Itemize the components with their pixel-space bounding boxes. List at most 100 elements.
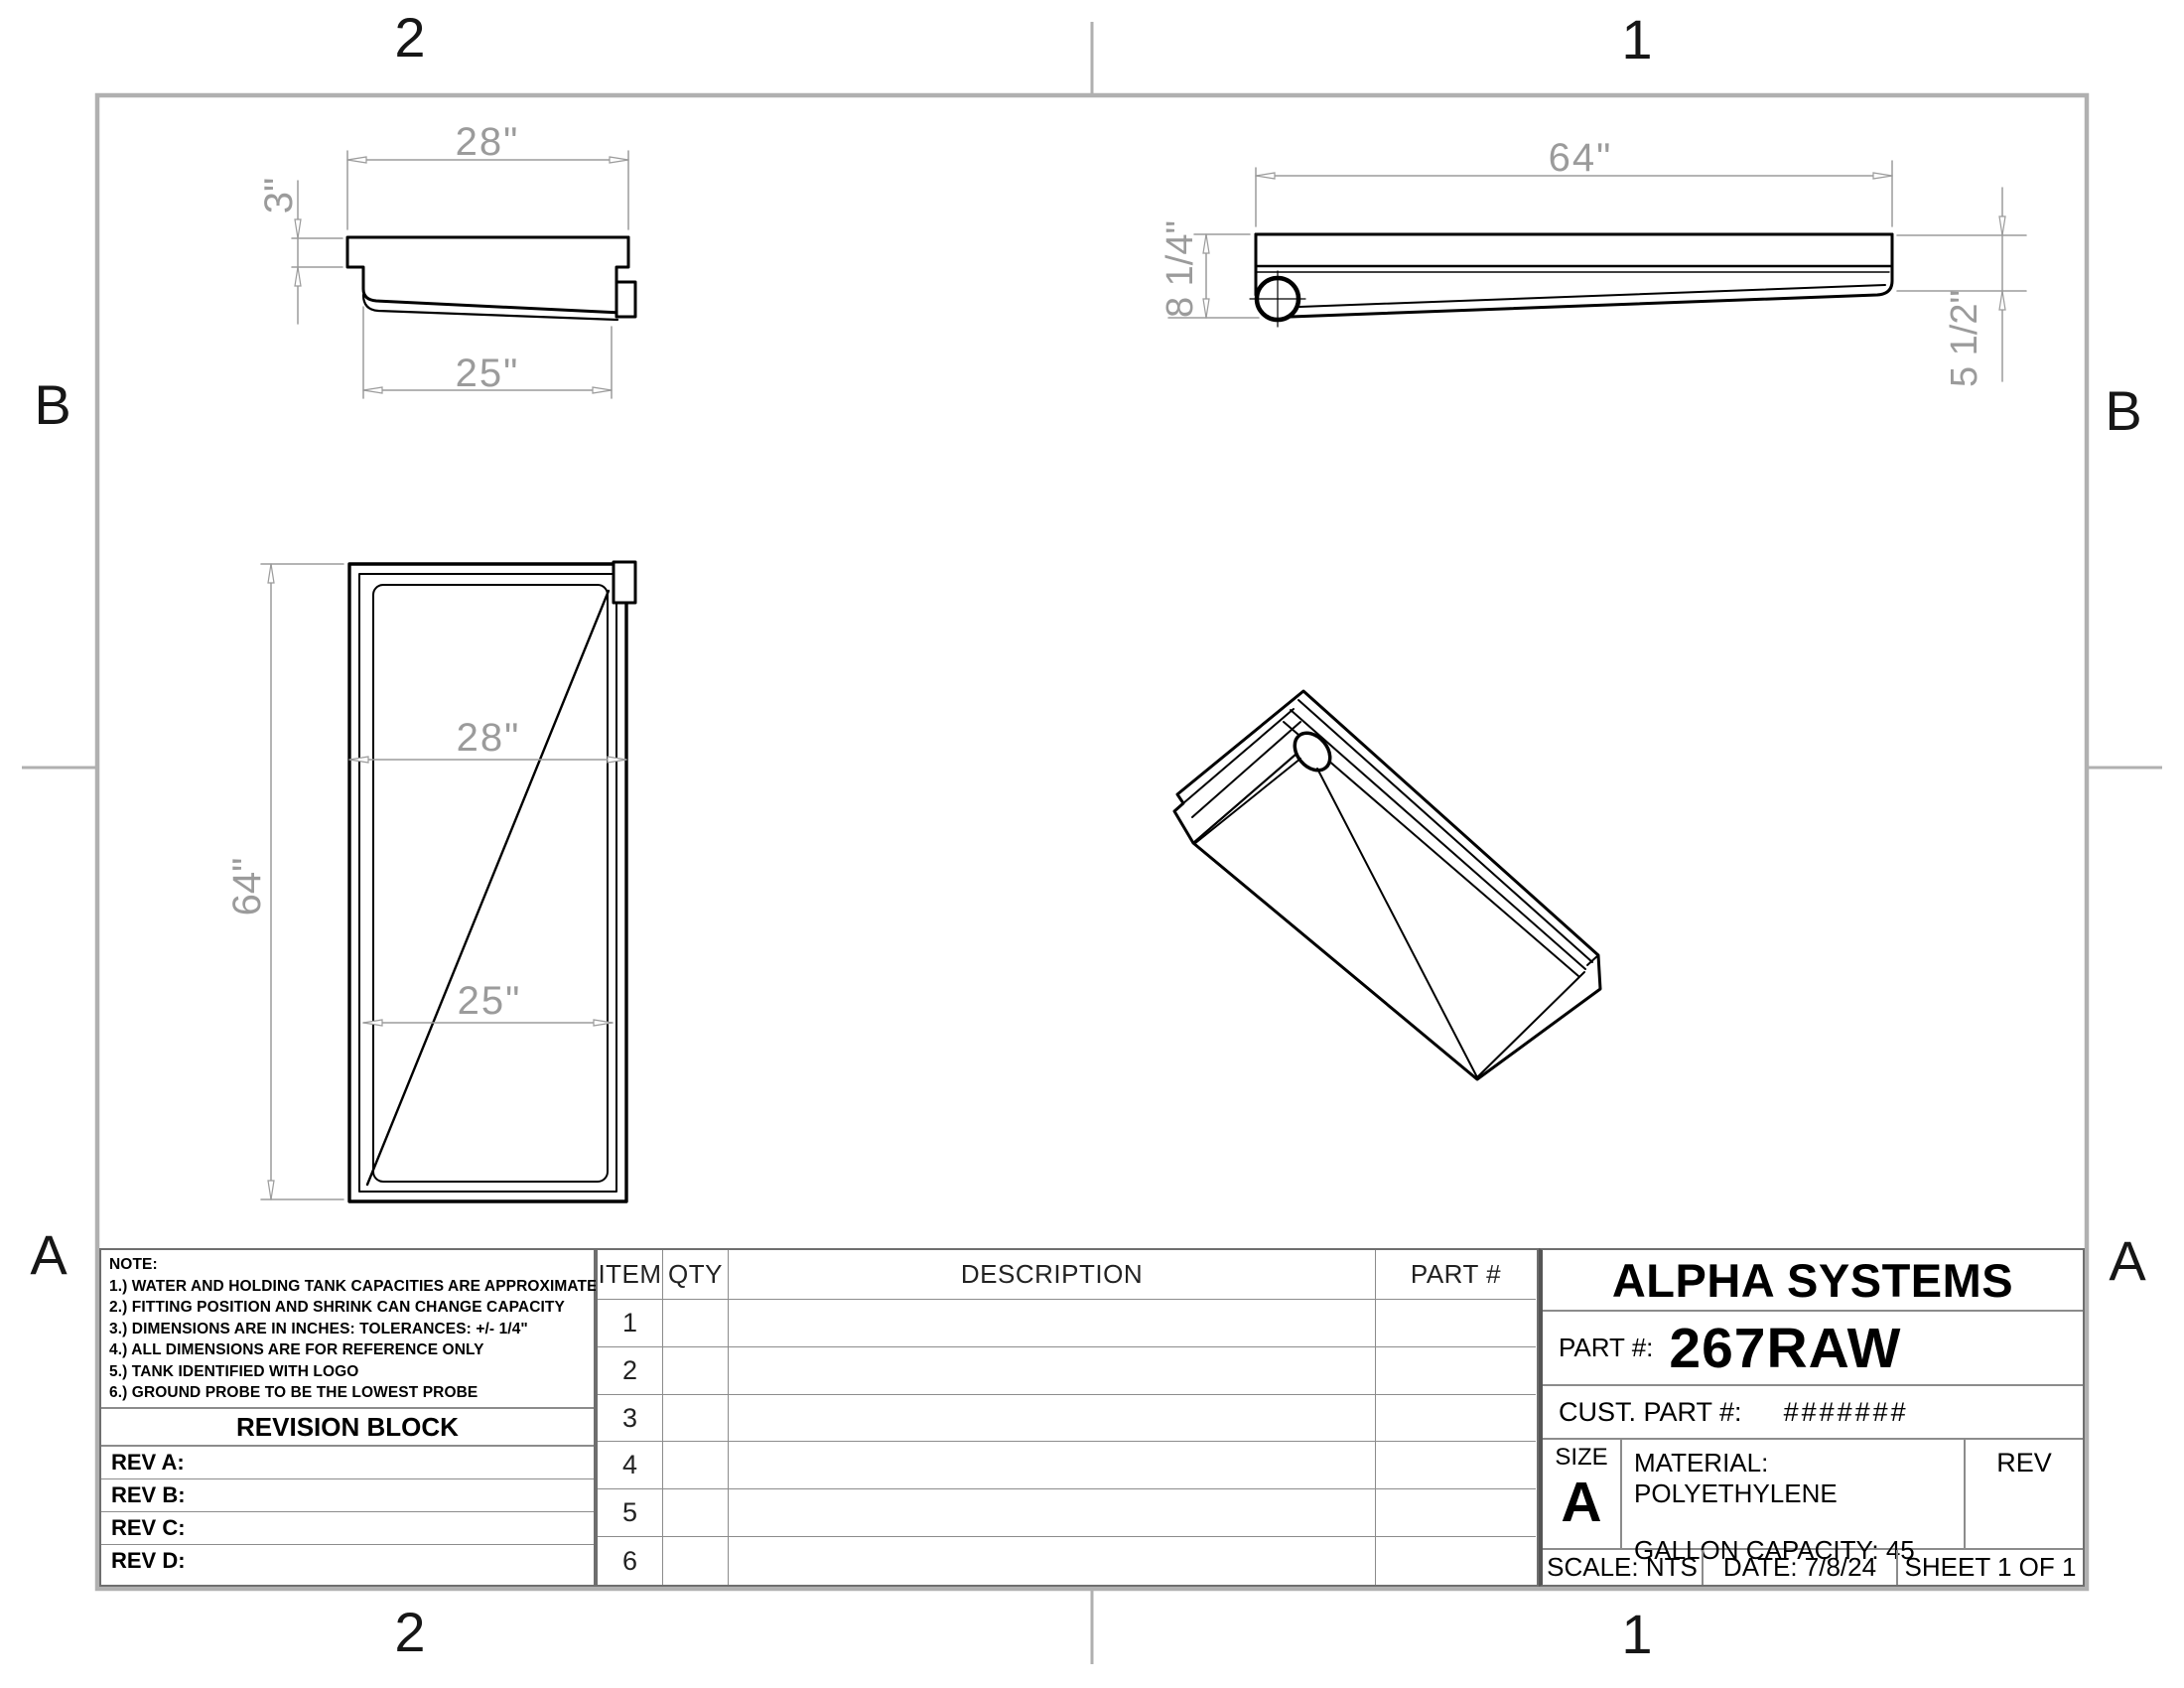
- company-name: ALPHA SYSTEMS: [1543, 1250, 2083, 1312]
- iso-face-edge: [1191, 746, 1305, 845]
- bom-item-number: 2: [598, 1346, 663, 1395]
- zone-marker-bottom-left: 2: [394, 1601, 426, 1663]
- sheet-value: SHEET 1 OF 1: [1904, 1552, 2077, 1582]
- bom-qty-cell: [663, 1346, 729, 1395]
- bom-header-part: PART #: [1376, 1250, 1536, 1300]
- bom-header-item: ITEM: [598, 1250, 663, 1300]
- isometric-view: [1172, 689, 1602, 1081]
- size-label: SIZE: [1555, 1444, 1608, 1471]
- dim-side-length: 64": [1549, 136, 1613, 180]
- part-number-row: PART #: 267RAW: [1543, 1312, 2083, 1386]
- plan-view-inner-rect: [358, 573, 617, 1193]
- front-view-floor-inner-line: [361, 293, 619, 322]
- iso-left-end-edges: [1182, 708, 1301, 818]
- side-view: 64" 8 1/4" 5 1/2": [1160, 136, 2027, 387]
- bom-description-cell: [729, 1537, 1376, 1585]
- bom-description-cell: [729, 1394, 1376, 1443]
- bom-description-cell: [729, 1489, 1376, 1538]
- note-line: 3.) DIMENSIONS ARE IN INCHES: TOLERANCES…: [109, 1320, 528, 1337]
- bom-item-number: 4: [598, 1442, 663, 1490]
- side-view-fitting-centerlines: [1249, 270, 1306, 328]
- zone-tick-marks: [22, 22, 2162, 1664]
- note-line: 6.) GROUND PROBE TO BE THE LOWEST PROBE: [109, 1384, 478, 1401]
- zone-marker-right-upper: B: [2105, 379, 2142, 442]
- bom-item-number: 6: [598, 1537, 663, 1585]
- sheet-border: [22, 22, 2162, 1664]
- revision-block-title: REVISION BLOCK: [101, 1409, 594, 1447]
- plan-view-outer-rect: [347, 562, 628, 1203]
- size-value: A: [1561, 1471, 1602, 1534]
- rev-cell: REV: [1964, 1440, 2083, 1548]
- bom-item-number: 3: [598, 1394, 663, 1443]
- plan-view: 64" 28" 25": [225, 560, 637, 1203]
- dim-side-right-height: 5 1/2": [1944, 290, 1985, 387]
- bom-description-cell: [729, 1346, 1376, 1395]
- bom-part-cell: [1376, 1537, 1536, 1585]
- zone-marker-top-right: 1: [1621, 8, 1653, 70]
- bom-part-cell: [1376, 1347, 1536, 1395]
- plan-view-dimension-lines: [260, 563, 627, 1200]
- size-cell: SIZE A: [1543, 1440, 1622, 1548]
- front-view: 28" 3" 25": [257, 120, 637, 399]
- bom-qty-cell: [663, 1300, 729, 1347]
- bom-description-cell: [729, 1300, 1376, 1347]
- note-line: 4.) ALL DIMENSIONS ARE FOR REFERENCE ONL…: [109, 1341, 484, 1358]
- zone-marker-left-upper: B: [34, 373, 71, 436]
- notes-and-revision-block: NOTE: 1.) WATER AND HOLDING TANK CAPACIT…: [99, 1248, 597, 1587]
- material-value: MATERIAL: POLYETHYLENE: [1634, 1448, 1838, 1508]
- notes-box: NOTE: 1.) WATER AND HOLDING TANK CAPACIT…: [101, 1250, 597, 1409]
- customer-part-value: #######: [1783, 1396, 1909, 1427]
- zone-marker-right-lower: A: [2109, 1229, 2146, 1292]
- iso-slope-diagonals: [1316, 768, 1585, 1078]
- scale-date-sheet-row: SCALE: NTS DATE: 7/8/24 SHEET 1 OF 1: [1543, 1550, 2083, 1585]
- dim-plan-bottom-width: 25": [458, 979, 522, 1023]
- revision-row-b: REV B:: [101, 1479, 594, 1512]
- revision-row-d: REV D:: [111, 1548, 186, 1573]
- customer-part-label: CUST. PART #:: [1559, 1396, 1742, 1427]
- side-view-dimension-lines: [1167, 160, 2027, 382]
- part-number-value: 267RAW: [1669, 1316, 1902, 1380]
- bom-table: ITEM QTY DESCRIPTION PART # 1 2 3 4 5 6: [596, 1248, 1539, 1587]
- bom-header-qty: QTY: [663, 1250, 729, 1300]
- title-block: ALPHA SYSTEMS PART #: 267RAW CUST. PART …: [1539, 1248, 2085, 1587]
- bom-qty-cell: [663, 1394, 729, 1443]
- note-line: 2.) FITTING POSITION AND SHRINK CAN CHAN…: [109, 1299, 565, 1316]
- notes-title: NOTE:: [109, 1256, 158, 1273]
- revision-row-c: REV C:: [101, 1512, 594, 1545]
- dim-plan-length: 64": [225, 858, 269, 916]
- front-view-right-step: [614, 235, 630, 284]
- side-view-bottom-outer: [1289, 232, 1894, 319]
- dim-front-bottom-width: 25": [456, 352, 520, 395]
- bom-item-number: 1: [598, 1300, 663, 1347]
- iso-lip-edges: [1283, 699, 1593, 977]
- bom-qty-cell: [663, 1442, 729, 1490]
- bom-qty-cell: [663, 1537, 729, 1585]
- front-view-dimension-lines: [291, 150, 629, 399]
- plan-view-floor-rect: [372, 584, 609, 1183]
- part-number-label: PART #:: [1559, 1333, 1654, 1362]
- bom-part-cell: [1376, 1395, 1536, 1443]
- front-view-outline: [345, 235, 630, 315]
- iso-fitting-circle: [1293, 731, 1332, 773]
- gallon-capacity-value: GALLON CAPACITY: 45: [1634, 1535, 1915, 1565]
- dim-front-lip-height: 3": [257, 178, 301, 213]
- bom-part-cell: [1376, 1489, 1536, 1538]
- bom-item-number: 5: [598, 1489, 663, 1538]
- iso-fitting-edge-line: [1193, 758, 1301, 845]
- bom-part-cell: [1376, 1300, 1536, 1347]
- customer-part-row: CUST. PART #: #######: [1543, 1386, 2083, 1440]
- note-line: 5.) TANK IDENTIFIED WITH LOGO: [109, 1362, 359, 1380]
- iso-outline: [1172, 689, 1602, 1081]
- zone-marker-left-lower: A: [30, 1223, 68, 1286]
- bom-qty-cell: [663, 1489, 729, 1538]
- bom-part-cell: [1376, 1442, 1536, 1490]
- revision-row-a: REV A:: [101, 1447, 594, 1479]
- date-value: DATE: 7/8/24: [1704, 1550, 1898, 1585]
- front-view-end-boss: [614, 280, 637, 319]
- plan-view-slope-diagonal: [365, 589, 611, 1187]
- zone-marker-top-left: 2: [394, 6, 426, 69]
- dim-side-left-height: 8 1/4": [1160, 220, 1201, 318]
- dim-plan-top-width: 28": [457, 716, 521, 760]
